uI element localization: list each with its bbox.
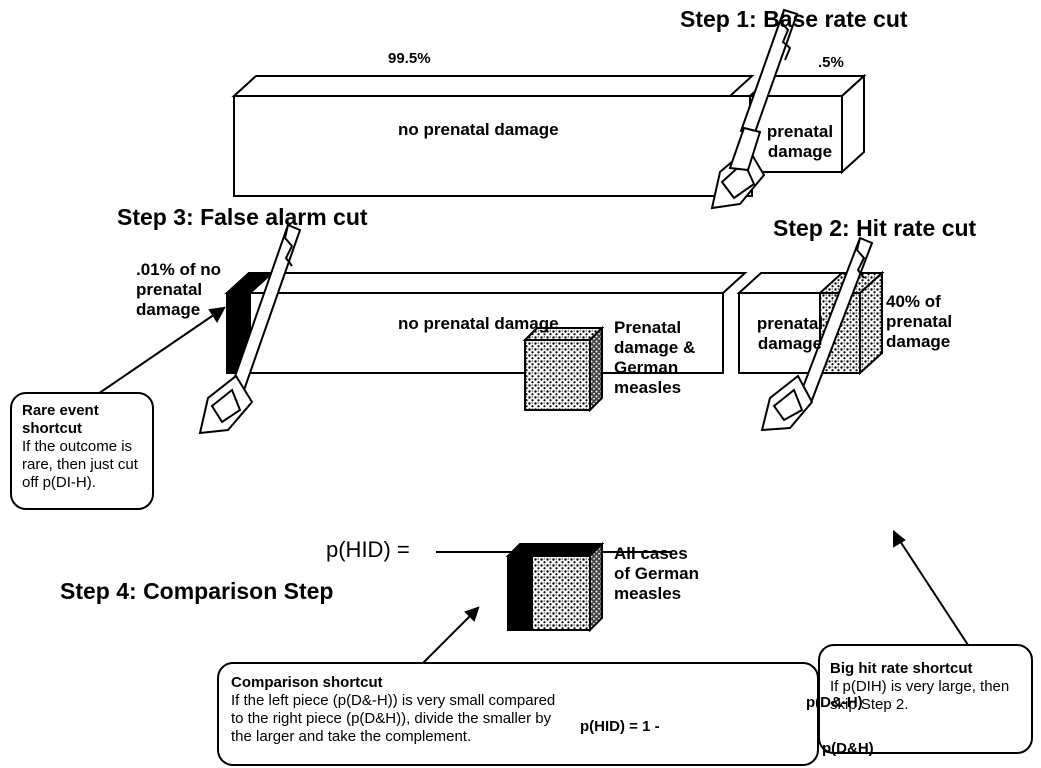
comparison-numerator: p(D&-H) bbox=[806, 694, 863, 711]
step-1-title: Step 1: Base rate cut bbox=[680, 6, 908, 32]
top-bar bbox=[231, 73, 867, 197]
numerator-cube bbox=[522, 325, 605, 413]
top-damage-label: prenatal damage bbox=[766, 122, 834, 161]
big-hit-title: Big hit rate shortcut bbox=[830, 660, 973, 677]
step-3-title: Step 3: False alarm cut bbox=[117, 204, 368, 230]
big-hit-text: If p(DIH) is very large, then skip Step … bbox=[830, 678, 1010, 713]
top-no-damage-label: no prenatal damage bbox=[398, 120, 559, 139]
saw-step-3 bbox=[198, 223, 302, 435]
rare-event-box: Rare event shortcut If the outcome is ra… bbox=[10, 392, 154, 510]
false-alarm-label: .01% of no prenatal damage bbox=[136, 260, 222, 319]
comparison-text: If the left piece (p(D&-H)) is very smal… bbox=[231, 692, 556, 745]
pct-no-damage: 99.5% bbox=[388, 50, 431, 67]
denominator-cube bbox=[505, 541, 605, 633]
comparison-box: Comparison shortcut If the left piece (p… bbox=[217, 662, 819, 766]
rare-event-title: Rare event shortcut bbox=[22, 402, 99, 437]
comparison-formula-lhs: p(HID) = 1 - bbox=[580, 718, 660, 735]
middle-damage-label: prenatal damage bbox=[756, 314, 824, 353]
big-hit-box: Big hit rate shortcut If p(DIH) is very … bbox=[818, 644, 1033, 754]
step-2-title: Step 2: Hit rate cut bbox=[773, 215, 977, 241]
denominator-label: All cases of German measles bbox=[614, 544, 700, 603]
pct-damage: .5% bbox=[818, 54, 844, 71]
middle-no-damage-label: no prenatal damage bbox=[398, 314, 559, 333]
comparison-denominator: p(D&H) bbox=[822, 740, 874, 757]
step-4-title: Step 4: Comparison Step bbox=[60, 578, 334, 604]
fraction-lhs: p(HID) = bbox=[326, 537, 410, 562]
saw-step-2 bbox=[760, 236, 874, 432]
rare-event-text: If the outcome is rare, then just cut of… bbox=[22, 438, 138, 491]
saw-step-1 bbox=[710, 8, 799, 210]
comparison-title: Comparison shortcut bbox=[231, 674, 383, 691]
hit-rate-label: 40% of prenatal damage bbox=[886, 292, 953, 351]
numerator-label: Prenatal damage & German measles bbox=[614, 318, 696, 397]
